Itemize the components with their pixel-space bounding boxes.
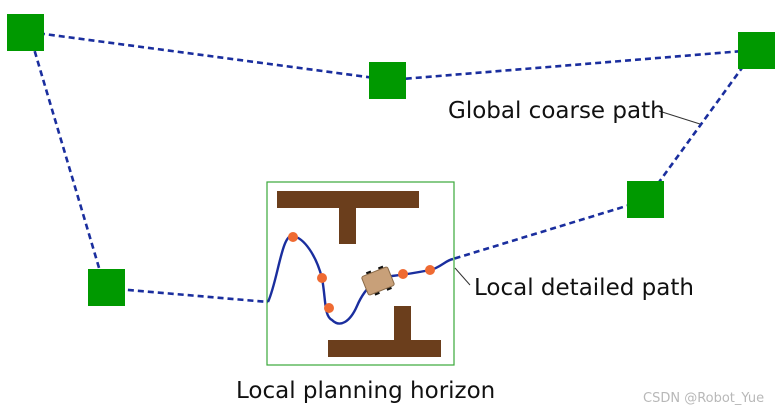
obstacle-bottom-bar <box>328 340 441 357</box>
global-coarse-path-label: Global coarse path <box>448 98 665 124</box>
obstacle-top-stem <box>339 208 356 244</box>
robot-icon <box>361 265 395 296</box>
waypoint-left-bottom <box>88 269 125 306</box>
sample-point <box>398 269 408 279</box>
sample-point <box>324 303 334 313</box>
sample-point <box>425 265 435 275</box>
waypoint-top-left <box>7 14 44 51</box>
waypoint-right-middle <box>627 181 664 218</box>
local-detailed-path-label: Local detailed path <box>474 275 694 301</box>
waypoint-top-right <box>738 32 775 69</box>
obstacles <box>277 191 441 357</box>
local-path-leader-line <box>454 267 471 286</box>
waypoint-top-middle <box>369 62 406 99</box>
obstacle-top-bar <box>277 191 419 208</box>
global-path-leader-line <box>658 110 701 125</box>
sample-points <box>288 232 435 313</box>
sample-point <box>288 232 298 242</box>
watermark: CSDN @Robot_Yue <box>643 391 764 406</box>
sample-point <box>317 273 327 283</box>
waypoints <box>7 14 775 306</box>
obstacle-bottom-stem <box>394 306 411 342</box>
local-planning-horizon-label: Local planning horizon <box>236 378 495 404</box>
local-planning-horizon-box <box>266 181 455 366</box>
local-detailed-path <box>266 234 454 325</box>
